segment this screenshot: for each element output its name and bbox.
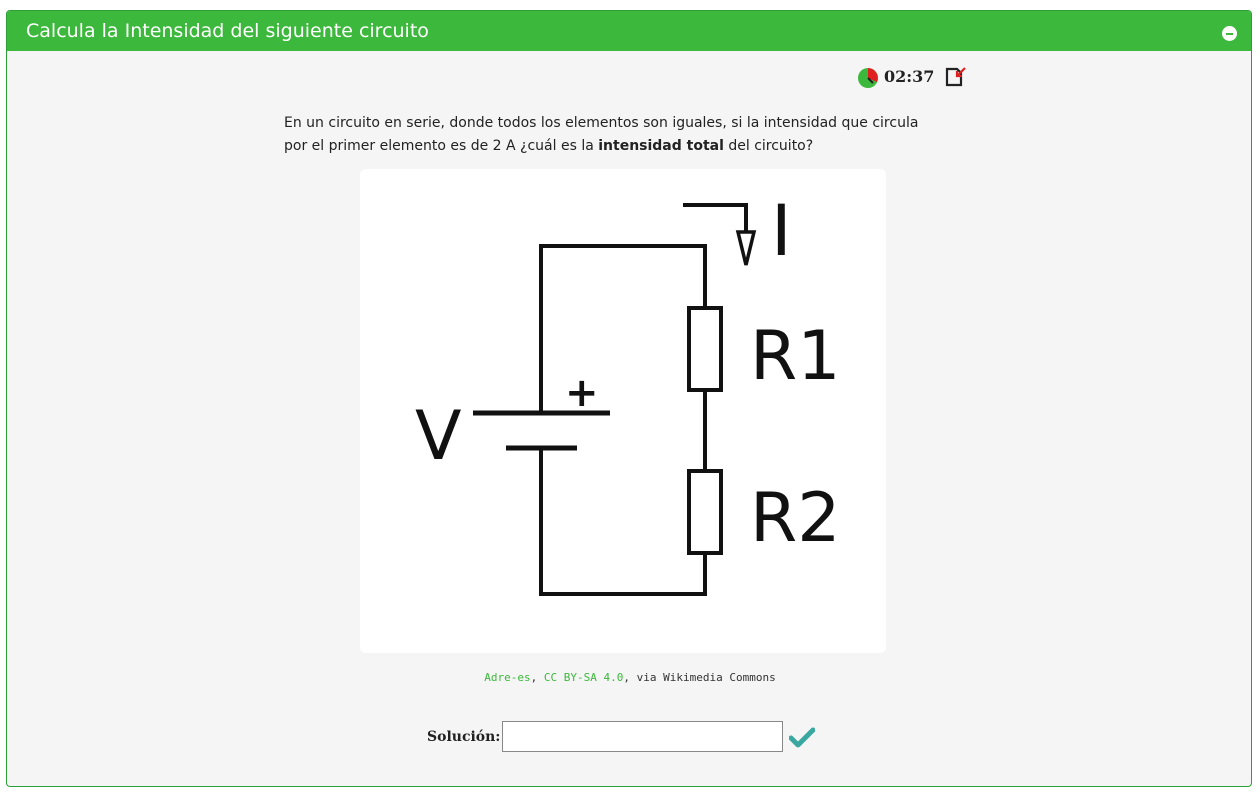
resistor-r2 [687, 469, 723, 555]
circuit-figure: I V + R1 R2 [360, 169, 886, 653]
wire-bottom [539, 448, 707, 596]
current-label: I [771, 190, 792, 272]
panel-title: Calcula la Intensidad del siguiente circ… [26, 20, 429, 42]
r1-label: R1 [750, 317, 841, 396]
exercise-panel: Calcula la Intensidad del siguiente circ… [6, 10, 1252, 787]
question-text-end: del circuito? [723, 138, 814, 154]
exit-icon[interactable] [944, 65, 968, 89]
r2-label: R2 [750, 479, 841, 558]
timer-value: 02:37 [884, 67, 935, 86]
credit-suffix: , via Wikimedia Commons [623, 671, 776, 684]
question-text: En un circuito en serie, donde todos los… [284, 112, 944, 158]
collapse-icon[interactable] [1222, 26, 1237, 41]
resistor-r1 [687, 306, 723, 392]
current-arrow-line [683, 203, 748, 231]
panel-header: Calcula la Intensidad del siguiente circ… [7, 11, 1251, 51]
solution-input[interactable] [502, 721, 783, 752]
credit-license-link[interactable]: CC BY-SA 4.0 [543, 671, 624, 684]
circuit-diagram: I V + R1 R2 [415, 190, 841, 596]
solution-label: Solución: [427, 729, 501, 745]
question-bold: intensidad total [598, 138, 724, 154]
voltage-label: V [415, 397, 462, 476]
current-arrow-head [735, 230, 757, 266]
check-icon[interactable] [789, 726, 815, 748]
credit-separator: , [530, 671, 544, 684]
wire-top [539, 244, 707, 413]
question-text-start: En un circuito en serie, donde todos los… [284, 115, 919, 154]
plus-label: + [565, 370, 599, 416]
timer-icon [858, 68, 878, 88]
credit-author-link[interactable]: Adre-es [484, 671, 531, 684]
image-credit: Adre-es, CC BY-SA 4.0, via Wikimedia Com… [0, 671, 1260, 684]
